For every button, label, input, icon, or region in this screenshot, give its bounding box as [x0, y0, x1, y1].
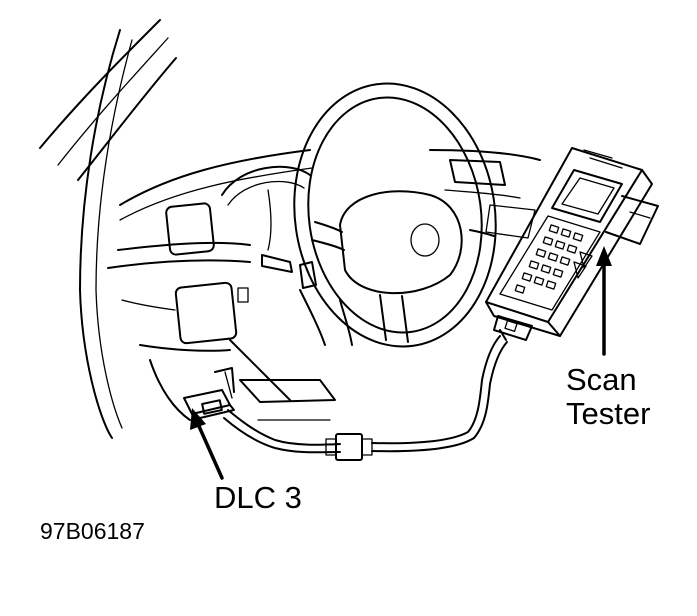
figure-code: 97B06187: [40, 518, 145, 544]
scan-tester-arrow: [596, 246, 612, 356]
tester-cable: [223, 335, 508, 461]
keypad-keys: [514, 224, 593, 294]
scan-tester-label-line1: Scan: [566, 362, 637, 397]
dashboard: [107, 149, 541, 421]
steering-wheel: [261, 82, 497, 348]
scan-tester-device: [485, 147, 659, 341]
dlc3-arrow: [190, 408, 224, 480]
scan-tester-label-line2: Tester: [566, 396, 651, 431]
dlc3-label: DLC 3: [214, 480, 302, 515]
a-pillar: [39, 19, 177, 439]
